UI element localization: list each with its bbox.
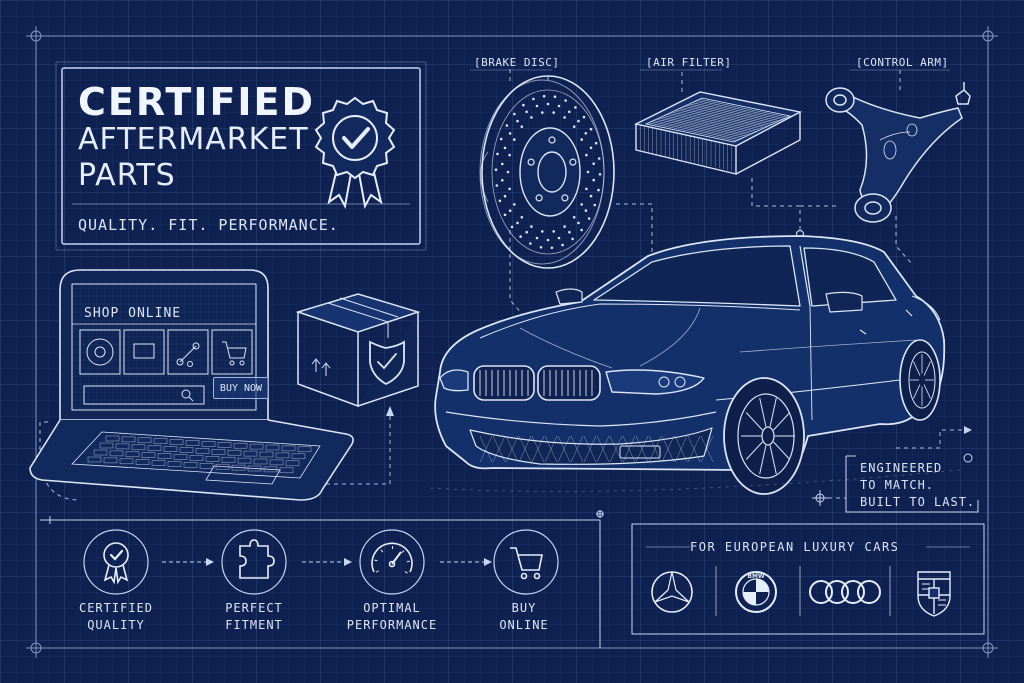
step-label-line-1: CERTIFIED (78, 601, 154, 615)
brands-title: FOR EUROPEAN LUXURY CARS (690, 540, 900, 554)
tagline: QUALITY. FIT. PERFORMANCE. (78, 216, 339, 234)
title-aftermarket: AFTERMARKET (78, 122, 309, 157)
porsche-logo (917, 571, 951, 617)
engineered-text: ENGINEERED TO MATCH. BUILT TO LAST. (860, 460, 975, 511)
engineered-line-2: TO MATCH. (860, 478, 935, 492)
step-arrowheads (206, 558, 492, 566)
label-air-filter: [AIR FILTER] (646, 56, 732, 69)
laptop-drawing (29, 269, 354, 501)
certified-ribbon-icon (314, 96, 396, 209)
title-parts: PARTS (78, 158, 176, 193)
step-label-certified-quality: CERTIFIED QUALITY (56, 600, 176, 634)
step-label-line-2: QUALITY (87, 618, 145, 632)
shipping-box-drawing (295, 293, 421, 408)
brake-disc-drawing (479, 75, 615, 269)
step-label-line-1: PERFECT (225, 601, 283, 615)
laptop-product-tiles (79, 329, 253, 405)
mercedes-logo (651, 571, 693, 613)
certified-badge-icon (83, 529, 149, 595)
puzzle-piece-icon (221, 529, 287, 595)
step-label-line-1: OPTIMAL (363, 601, 421, 615)
control-arm-drawing (825, 82, 971, 223)
air-filter-drawing (633, 91, 803, 175)
label-control-arm: [CONTROL ARM] (856, 56, 949, 69)
step-label-perfect-fitment: PERFECT FITMENT (194, 600, 314, 634)
title-box (55, 61, 427, 251)
laptop-shop-online-title: SHOP ONLINE (84, 306, 182, 321)
shopping-cart-icon (493, 529, 559, 595)
buy-now-button[interactable]: BUY NOW (213, 377, 269, 399)
step-label-optimal-performance: OPTIMAL PERFORMANCE (332, 600, 452, 634)
outer-frame (26, 26, 998, 658)
engineered-line-1: ENGINEERED (860, 461, 943, 475)
engineered-line-3: BUILT TO LAST. (860, 495, 976, 509)
step-label-line-1: BUY (511, 601, 537, 615)
audi-logo (809, 580, 881, 604)
engineered-box (812, 453, 979, 513)
speedometer-icon (359, 529, 425, 595)
step-label-line-2: ONLINE (499, 618, 549, 632)
brands-panel (631, 523, 985, 635)
step-label-buy-online: BUY ONLINE (464, 600, 584, 634)
steps-panel (40, 510, 604, 648)
bmw-logo-lettering: BMW (747, 573, 765, 580)
step-label-line-2: PERFORMANCE (346, 618, 438, 632)
label-brake-disc: [BRAKE DISC] (474, 56, 560, 69)
step-label-line-2: FITMENT (225, 618, 283, 632)
bmw-logo: BMW (735, 571, 777, 613)
title-heading: CERTIFIED (78, 80, 316, 124)
car-drawing (429, 235, 961, 495)
